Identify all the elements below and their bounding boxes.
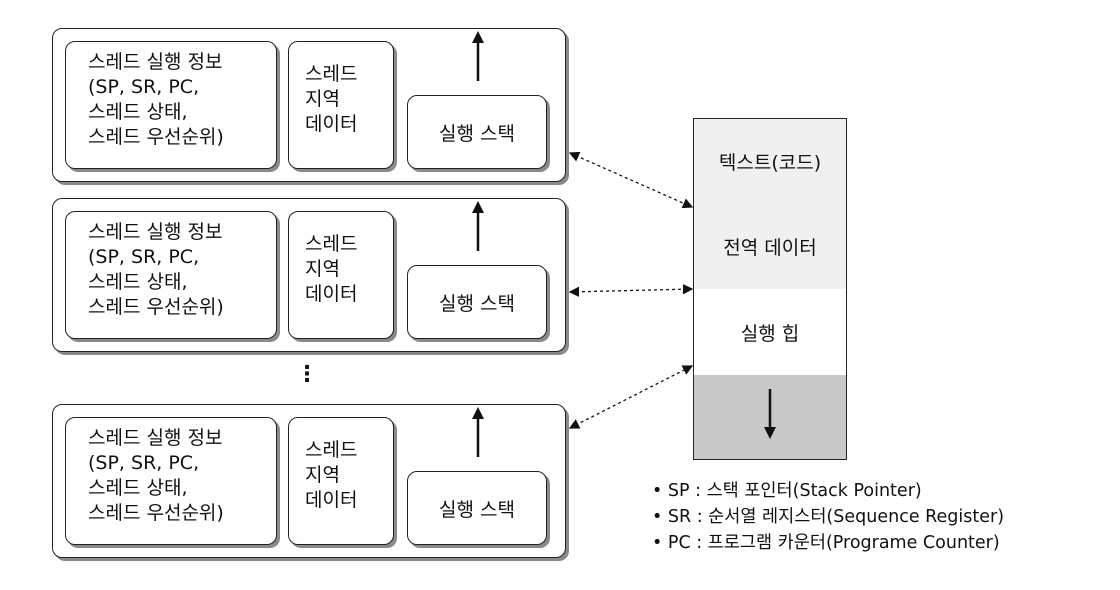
connector-thread2-memory	[568, 284, 694, 297]
connector-thread1-memory	[568, 151, 694, 209]
memory-heap-segment: 실행 힙	[693, 289, 847, 376]
info-line: 스레드 우선순위)	[88, 296, 224, 318]
local-line: 데이터	[305, 283, 358, 305]
local-line: 지역	[305, 464, 340, 486]
memory-stack-region	[693, 375, 847, 460]
global-data-label: 전역 데이터	[723, 237, 817, 259]
info-line: 스레드 우선순위)	[88, 126, 224, 148]
local-line: 스레드	[305, 439, 358, 461]
info-line: (SP, SR, PC,	[88, 76, 200, 98]
local-line: 지역	[305, 258, 340, 280]
info-line: 스레드 실행 정보	[88, 221, 223, 243]
thread-local-data-box: 스레드 지역 데이터	[288, 41, 394, 169]
thread-execution-info-box: 스레드 실행 정보 (SP, SR, PC, 스레드 상태, 스레드 우선순위)	[65, 41, 277, 169]
heap-label: 실행 힙	[740, 322, 800, 345]
memory-text-segment: 텍스트(코드)	[693, 118, 847, 205]
info-line: 스레드 상태,	[88, 271, 188, 293]
local-line: 스레드	[305, 233, 358, 255]
stack-grow-up-arrow-icon	[472, 407, 484, 457]
info-line: 스레드 상태,	[88, 477, 188, 499]
execution-stack-label: 실행 스택	[439, 122, 515, 145]
legend-item-sp: • SP : 스택 포인터(Stack Pointer)	[652, 481, 922, 501]
legend-item-sr: • SR : 순서열 레지스터(Sequence Register)	[652, 507, 1005, 527]
stack-grow-up-arrow-icon	[472, 31, 484, 81]
execution-stack-label: 실행 스택	[439, 292, 515, 315]
local-line: 데이터	[305, 489, 358, 511]
execution-stack-box: 실행 스택	[407, 95, 547, 169]
thread-execution-info-box: 스레드 실행 정보 (SP, SR, PC, 스레드 상태, 스레드 우선순위)	[65, 211, 277, 339]
thread-block-1: 스레드 실행 정보 (SP, SR, PC, 스레드 상태, 스레드 우선순위)…	[52, 28, 566, 182]
info-line: (SP, SR, PC,	[88, 452, 200, 474]
more-threads-ellipsis: ⋮	[296, 362, 318, 387]
legend-item-pc: • PC : 프로그램 카운터(Programe Counter)	[652, 533, 1000, 553]
memory-global-data-segment: 전역 데이터	[693, 204, 847, 290]
execution-stack-label: 실행 스택	[439, 498, 515, 521]
local-line: 데이터	[305, 113, 358, 135]
text-segment-label: 텍스트(코드)	[718, 152, 822, 174]
thread-local-data-box: 스레드 지역 데이터	[288, 211, 394, 339]
connector-thread3-memory	[568, 365, 694, 429]
info-line: 스레드 실행 정보	[88, 51, 223, 73]
stack-grow-up-arrow-icon	[472, 201, 484, 251]
execution-stack-box: 실행 스택	[407, 265, 547, 339]
thread-block-2: 스레드 실행 정보 (SP, SR, PC, 스레드 상태, 스레드 우선순위)…	[52, 198, 566, 352]
thread-execution-info-box: 스레드 실행 정보 (SP, SR, PC, 스레드 상태, 스레드 우선순위)	[65, 417, 277, 545]
local-line: 스레드	[305, 63, 358, 85]
abbreviation-legend: • SP : 스택 포인터(Stack Pointer) • SR : 순서열 …	[652, 478, 1004, 556]
execution-stack-box: 실행 스택	[407, 471, 547, 545]
info-line: (SP, SR, PC,	[88, 246, 200, 268]
stack-grow-down-arrow-icon	[764, 389, 776, 439]
info-line: 스레드 상태,	[88, 101, 188, 123]
thread-block-3: 스레드 실행 정보 (SP, SR, PC, 스레드 상태, 스레드 우선순위)…	[52, 404, 566, 558]
info-line: 스레드 우선순위)	[88, 502, 224, 524]
local-line: 지역	[305, 88, 340, 110]
info-line: 스레드 실행 정보	[88, 427, 223, 449]
thread-local-data-box: 스레드 지역 데이터	[288, 417, 394, 545]
